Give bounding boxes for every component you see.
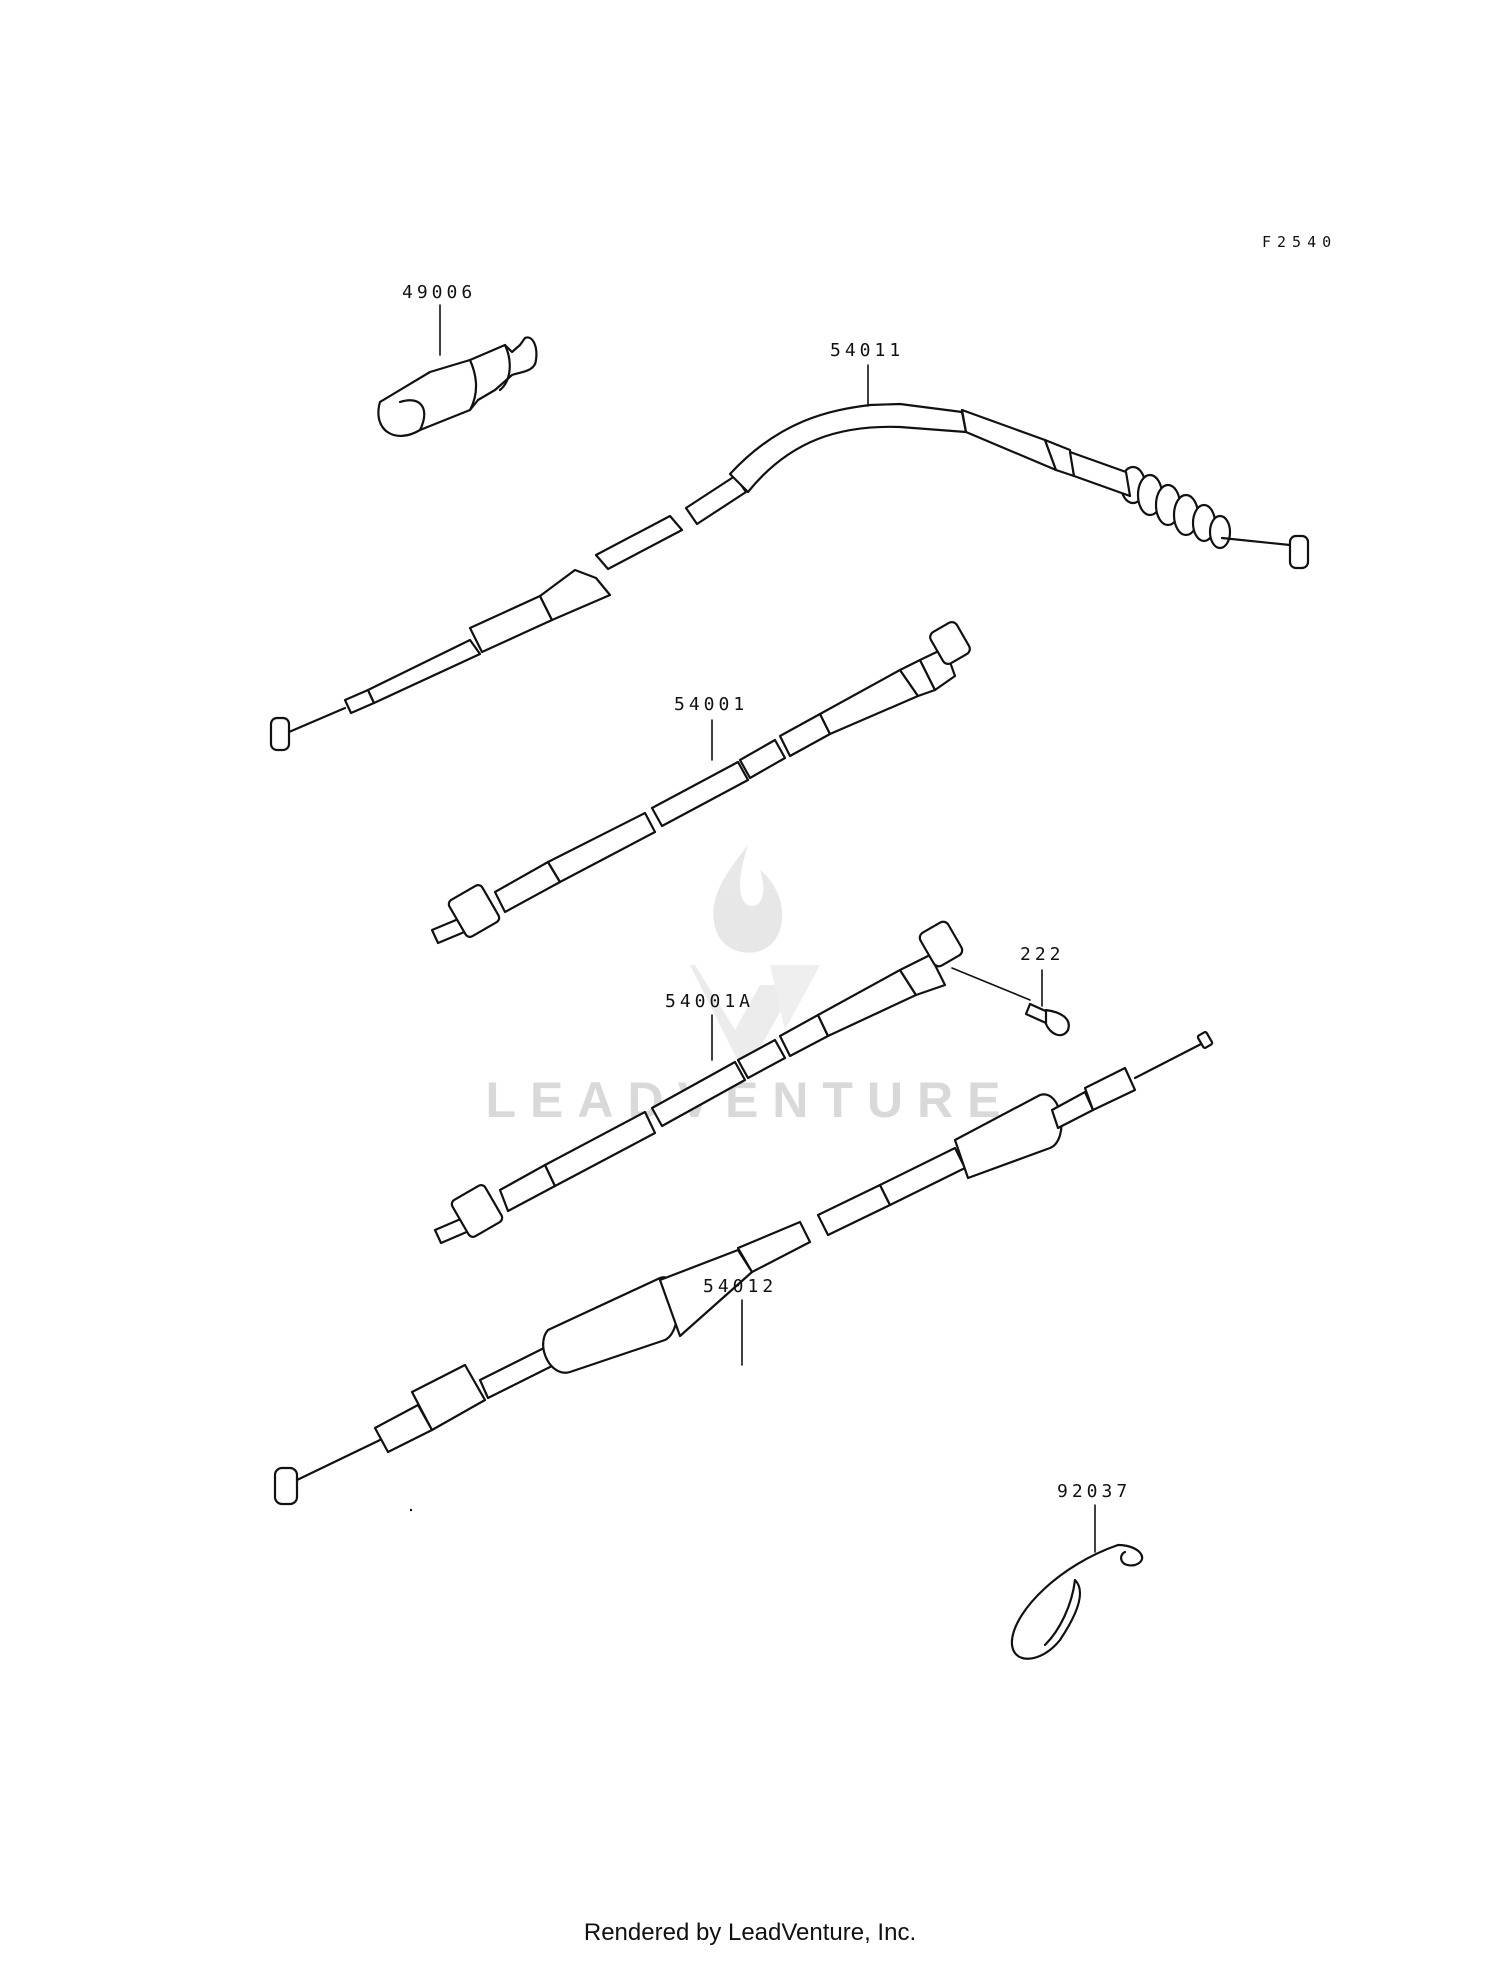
cable-boot <box>1119 465 1232 550</box>
label-54001[interactable]: 54001 <box>674 694 748 715</box>
label-54001A[interactable]: 54001A <box>665 991 754 1012</box>
watermark-logo <box>690 845 820 1075</box>
label-54012[interactable]: 54012 <box>703 1276 777 1297</box>
label-222[interactable]: 222 <box>1020 944 1065 965</box>
footer-credit: Rendered by LeadVenture, Inc. <box>584 1919 916 1946</box>
part-54001A-drawing[interactable] <box>433 920 964 1245</box>
label-92037[interactable]: 92037 <box>1057 1481 1131 1502</box>
part-92037-drawing[interactable] <box>1010 1543 1144 1660</box>
figure-code: F2540 <box>1262 233 1337 251</box>
part-49006-drawing[interactable] <box>377 336 538 437</box>
part-54011-drawing[interactable] <box>269 402 1310 752</box>
part-54012-drawing[interactable] <box>273 1031 1214 1512</box>
watermark-text: LEADVENTURE <box>485 1072 1014 1128</box>
part-54001-drawing[interactable] <box>430 620 972 945</box>
label-54011[interactable]: 54011 <box>830 340 904 361</box>
label-49006[interactable]: 49006 <box>402 282 476 303</box>
part-222-drawing[interactable] <box>951 967 1070 1037</box>
